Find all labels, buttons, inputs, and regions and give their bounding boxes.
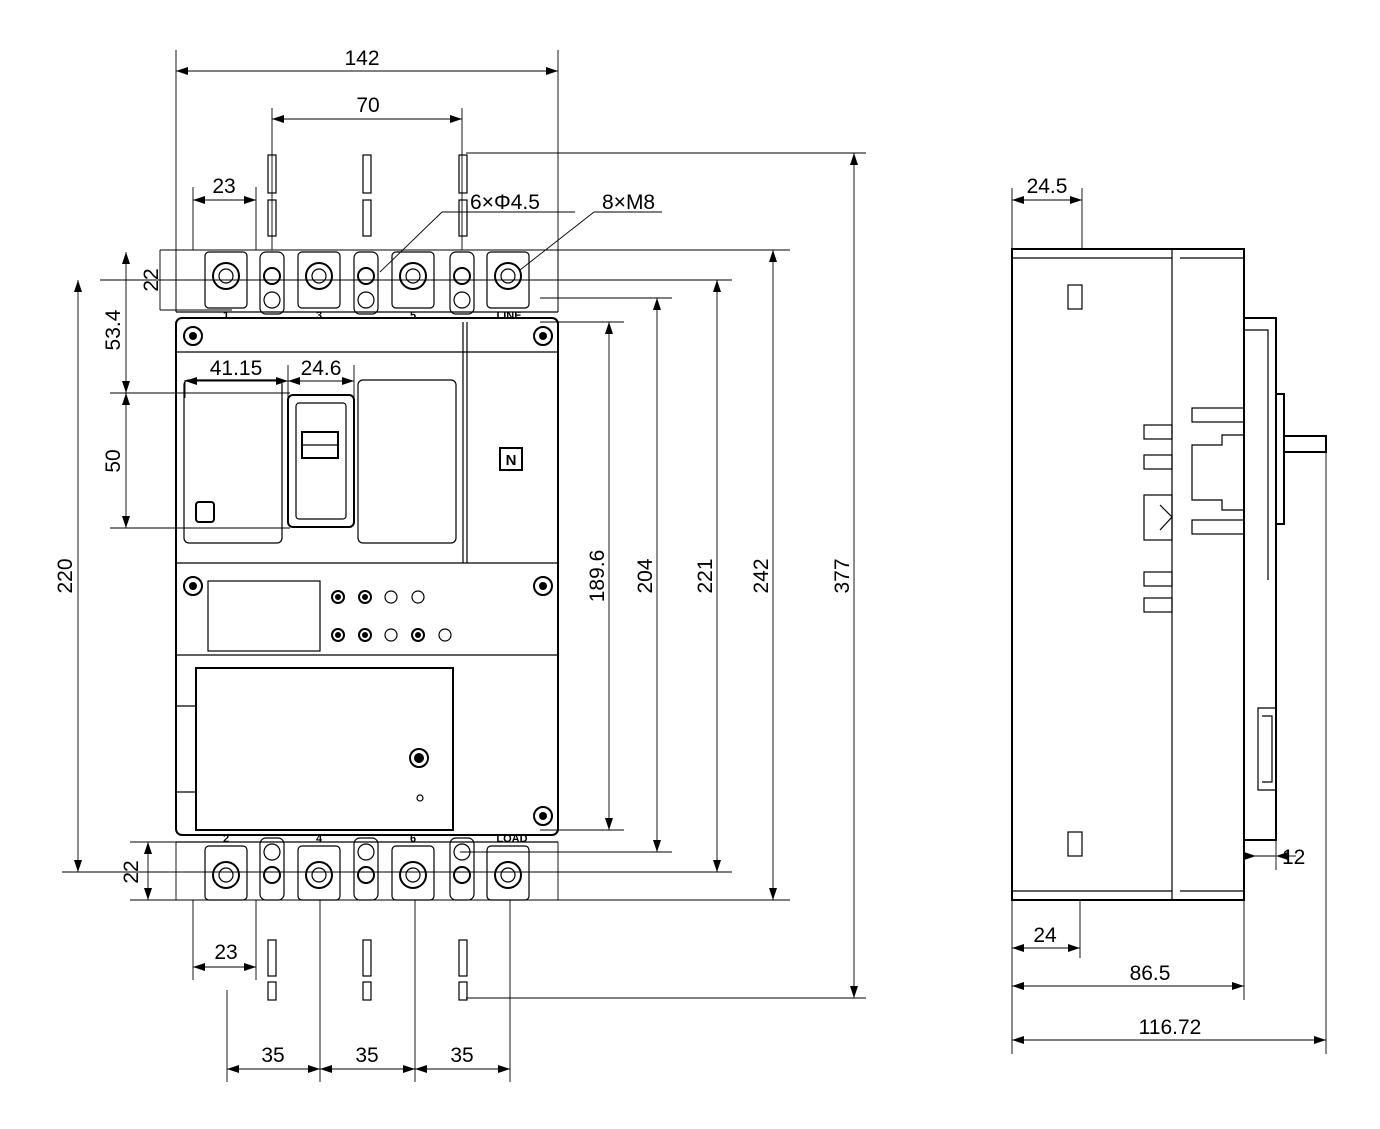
display-window bbox=[207, 580, 321, 652]
dim-terminal-centers: 221 bbox=[694, 558, 717, 593]
dim-handle-window: 50 bbox=[102, 449, 125, 472]
left-window bbox=[183, 379, 283, 544]
neutral-label-box bbox=[499, 447, 523, 471]
front-view: N bbox=[54, 47, 866, 1082]
corner-screws bbox=[183, 326, 553, 826]
dim-pole-pitch-1: 35 bbox=[261, 1044, 284, 1067]
terminal-label-6: 6 bbox=[410, 833, 416, 845]
terminal-label-4: 4 bbox=[316, 833, 323, 845]
bottom-terminals bbox=[204, 837, 530, 901]
terminal-label-2: 2 bbox=[223, 833, 229, 845]
dim-mount-holes: 6×Φ4.5 bbox=[470, 191, 540, 214]
dim-terminal-screws: 8×M8 bbox=[602, 191, 655, 214]
handle-slot bbox=[295, 402, 347, 520]
side-view: 24.5 24 86.5 116.72 12 bbox=[1011, 175, 1327, 1054]
side-slot-top bbox=[1067, 284, 1083, 310]
dim-side-base-depth: 86.5 bbox=[1130, 962, 1171, 985]
line-label: LINE bbox=[496, 310, 521, 322]
terminal-label-3: 3 bbox=[316, 310, 322, 322]
din-rail-clip bbox=[1257, 707, 1277, 791]
dim-mounting-spacing: 70 bbox=[356, 94, 379, 117]
dim-terminal-height-bottom: 22 bbox=[120, 860, 143, 883]
cover-screw bbox=[409, 748, 429, 768]
dim-terminal-height-top: 22 bbox=[140, 268, 163, 291]
mounting-slots bbox=[267, 154, 468, 1001]
side-dimension-lines bbox=[1011, 188, 1327, 1054]
dim-side-rail-offset: 12 bbox=[1282, 846, 1305, 869]
side-internal-ribs bbox=[1143, 407, 1245, 613]
accessory-cover bbox=[195, 667, 454, 831]
dim-overall-height: 242 bbox=[750, 558, 773, 593]
dim-pole-pitch-2: 35 bbox=[355, 1044, 378, 1067]
cover-pinhole bbox=[416, 794, 424, 802]
dim-terminal-pitch-bottom: 23 bbox=[214, 941, 237, 964]
load-label: LOAD bbox=[496, 833, 527, 845]
side-handle-profile bbox=[1244, 317, 1277, 841]
terminal-label-5: 5 bbox=[410, 310, 416, 322]
top-terminals bbox=[204, 251, 530, 315]
dim-side-overall-depth: 116.72 bbox=[1139, 1016, 1202, 1039]
dim-cover-height: 204 bbox=[634, 558, 657, 593]
handle-frame bbox=[287, 394, 355, 528]
dim-overall-width: 142 bbox=[344, 47, 379, 70]
right-window bbox=[357, 379, 457, 544]
dim-top-to-handle: 53.4 bbox=[102, 309, 125, 350]
side-handle-lever bbox=[1283, 435, 1327, 453]
dim-terminal-pitch-top: 23 bbox=[212, 175, 235, 198]
dim-side-bottom-offset: 24 bbox=[1033, 924, 1057, 947]
dimension-lines bbox=[62, 50, 866, 1082]
indicator-square bbox=[195, 501, 215, 523]
dim-handle-width: 24.6 bbox=[301, 357, 342, 380]
dim-body-height: 189.6 bbox=[586, 550, 609, 603]
dim-pole-pitch-3: 35 bbox=[450, 1044, 473, 1067]
side-slot-bottom bbox=[1067, 831, 1083, 857]
dim-mounting-plate: 377 bbox=[831, 558, 854, 593]
side-handle-cap bbox=[1275, 393, 1285, 525]
breaker-body-outline bbox=[175, 317, 559, 836]
dim-mount-hole-height: 220 bbox=[54, 558, 77, 593]
dim-side-top-offset: 24.5 bbox=[1027, 175, 1068, 198]
indicator-leds bbox=[331, 590, 452, 642]
neutral-label: N bbox=[506, 452, 517, 469]
side-body-outline bbox=[1011, 248, 1245, 901]
terminal-label-1: 1 bbox=[223, 310, 229, 322]
dim-handle-offset: 41.15 bbox=[210, 357, 263, 380]
